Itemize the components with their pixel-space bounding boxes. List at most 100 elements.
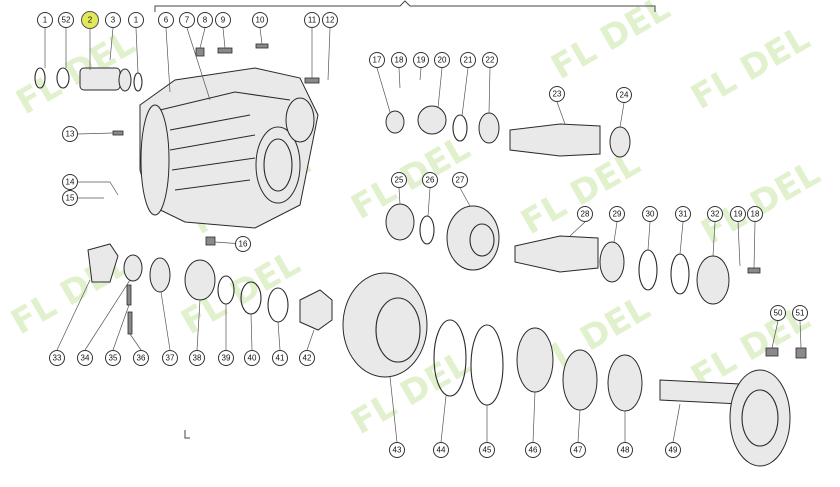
callout-36[interactable]: 36 bbox=[133, 350, 149, 366]
callout-11[interactable]: 11 bbox=[304, 12, 320, 28]
callout-label: 19 bbox=[417, 56, 426, 65]
callout-1[interactable]: 1 bbox=[37, 12, 53, 28]
callout-47[interactable]: 47 bbox=[570, 442, 586, 458]
callout-23[interactable]: 23 bbox=[549, 86, 565, 102]
needle-bearing bbox=[118, 68, 132, 92]
callout-21[interactable]: 21 bbox=[460, 52, 476, 68]
callout-label: 14 bbox=[66, 178, 75, 187]
callout-17[interactable]: 17 bbox=[369, 52, 385, 68]
callout-16[interactable]: 16 bbox=[235, 236, 251, 252]
callout-label: 1 bbox=[134, 16, 139, 25]
callout-label: 34 bbox=[81, 354, 90, 363]
bearing-25 bbox=[385, 203, 415, 241]
callout-43[interactable]: 43 bbox=[389, 442, 405, 458]
ring-gear-43 bbox=[342, 272, 428, 378]
assembly-bracket-top bbox=[154, 0, 656, 12]
bolt-18b bbox=[747, 267, 761, 274]
pin-36 bbox=[127, 311, 133, 335]
output-flange bbox=[729, 369, 791, 467]
callout-1[interactable]: 1 bbox=[128, 12, 144, 28]
callout-label: 35 bbox=[109, 354, 118, 363]
ring-45 bbox=[470, 324, 504, 406]
callout-6[interactable]: 6 bbox=[158, 12, 174, 28]
callout-label: 31 bbox=[679, 210, 688, 219]
callout-3[interactable]: 3 bbox=[105, 12, 121, 28]
circlip-right bbox=[133, 72, 143, 92]
callout-2[interactable]: 2 bbox=[81, 11, 99, 29]
callout-label: 46 bbox=[529, 446, 538, 455]
callout-28[interactable]: 28 bbox=[577, 206, 593, 222]
assembly-bracket-bottom bbox=[184, 430, 190, 439]
callout-label: 9 bbox=[221, 16, 226, 25]
callout-46[interactable]: 46 bbox=[525, 442, 541, 458]
callout-18[interactable]: 18 bbox=[391, 52, 407, 68]
callout-label: 2 bbox=[88, 16, 93, 25]
callout-40[interactable]: 40 bbox=[244, 350, 260, 366]
circlip-left bbox=[34, 67, 46, 89]
callout-label: 3 bbox=[111, 16, 116, 25]
callout-50[interactable]: 50 bbox=[770, 305, 786, 321]
bushing-sleeve bbox=[79, 67, 121, 91]
gear-34 bbox=[123, 254, 143, 282]
seal-17 bbox=[385, 110, 405, 134]
callout-52[interactable]: 52 bbox=[58, 12, 74, 28]
callout-19[interactable]: 19 bbox=[730, 206, 746, 222]
callout-31[interactable]: 31 bbox=[675, 206, 691, 222]
callout-41[interactable]: 41 bbox=[272, 350, 288, 366]
plug-13 bbox=[112, 130, 124, 136]
watermark: FL DEL bbox=[545, 0, 677, 88]
callout-45[interactable]: 45 bbox=[479, 442, 495, 458]
cover-32 bbox=[696, 255, 730, 305]
callout-12[interactable]: 12 bbox=[322, 12, 338, 28]
callout-29[interactable]: 29 bbox=[609, 206, 625, 222]
callout-37[interactable]: 37 bbox=[162, 350, 178, 366]
ring-31 bbox=[670, 253, 690, 295]
callout-label: 28 bbox=[581, 210, 590, 219]
callout-35[interactable]: 35 bbox=[105, 350, 121, 366]
callout-30[interactable]: 30 bbox=[642, 206, 658, 222]
callout-20[interactable]: 20 bbox=[434, 52, 450, 68]
callout-label: 32 bbox=[711, 210, 720, 219]
callout-39[interactable]: 39 bbox=[218, 350, 234, 366]
watermark: FL DEL bbox=[685, 18, 817, 118]
callout-26[interactable]: 26 bbox=[422, 172, 438, 188]
callout-10[interactable]: 10 bbox=[252, 12, 268, 28]
callout-27[interactable]: 27 bbox=[452, 172, 468, 188]
callout-42[interactable]: 42 bbox=[299, 350, 315, 366]
cover-20 bbox=[417, 105, 447, 135]
circlip-26 bbox=[419, 215, 435, 245]
bearing-24 bbox=[609, 126, 631, 158]
callout-49[interactable]: 49 bbox=[665, 442, 681, 458]
ring-52 bbox=[56, 67, 70, 89]
callout-38[interactable]: 38 bbox=[189, 350, 205, 366]
bolt-50 bbox=[765, 347, 779, 357]
callout-label: 43 bbox=[393, 446, 402, 455]
callout-8[interactable]: 8 bbox=[197, 12, 213, 28]
callout-34[interactable]: 34 bbox=[77, 350, 93, 366]
callout-9[interactable]: 9 bbox=[215, 12, 231, 28]
callout-15[interactable]: 15 bbox=[62, 190, 78, 206]
bearing-46 bbox=[516, 327, 554, 393]
gearbox-housing bbox=[139, 67, 319, 229]
pin-10 bbox=[255, 43, 269, 49]
callout-label: 11 bbox=[308, 16, 317, 25]
callout-51[interactable]: 51 bbox=[792, 305, 808, 321]
callout-25[interactable]: 25 bbox=[391, 172, 407, 188]
callout-label: 30 bbox=[646, 210, 655, 219]
callout-18[interactable]: 18 bbox=[747, 206, 763, 222]
callout-label: 23 bbox=[553, 90, 562, 99]
pin-35 bbox=[126, 284, 132, 306]
callout-14[interactable]: 14 bbox=[62, 174, 78, 190]
breather-16 bbox=[205, 236, 216, 246]
callout-label: 12 bbox=[326, 16, 335, 25]
callout-32[interactable]: 32 bbox=[707, 206, 723, 222]
callout-24[interactable]: 24 bbox=[616, 87, 632, 103]
seal-48 bbox=[607, 354, 643, 412]
callout-48[interactable]: 48 bbox=[617, 442, 633, 458]
callout-13[interactable]: 13 bbox=[62, 126, 78, 142]
callout-7[interactable]: 7 bbox=[179, 12, 195, 28]
callout-33[interactable]: 33 bbox=[49, 350, 65, 366]
callout-19[interactable]: 19 bbox=[413, 52, 429, 68]
callout-44[interactable]: 44 bbox=[433, 442, 449, 458]
callout-22[interactable]: 22 bbox=[482, 52, 498, 68]
